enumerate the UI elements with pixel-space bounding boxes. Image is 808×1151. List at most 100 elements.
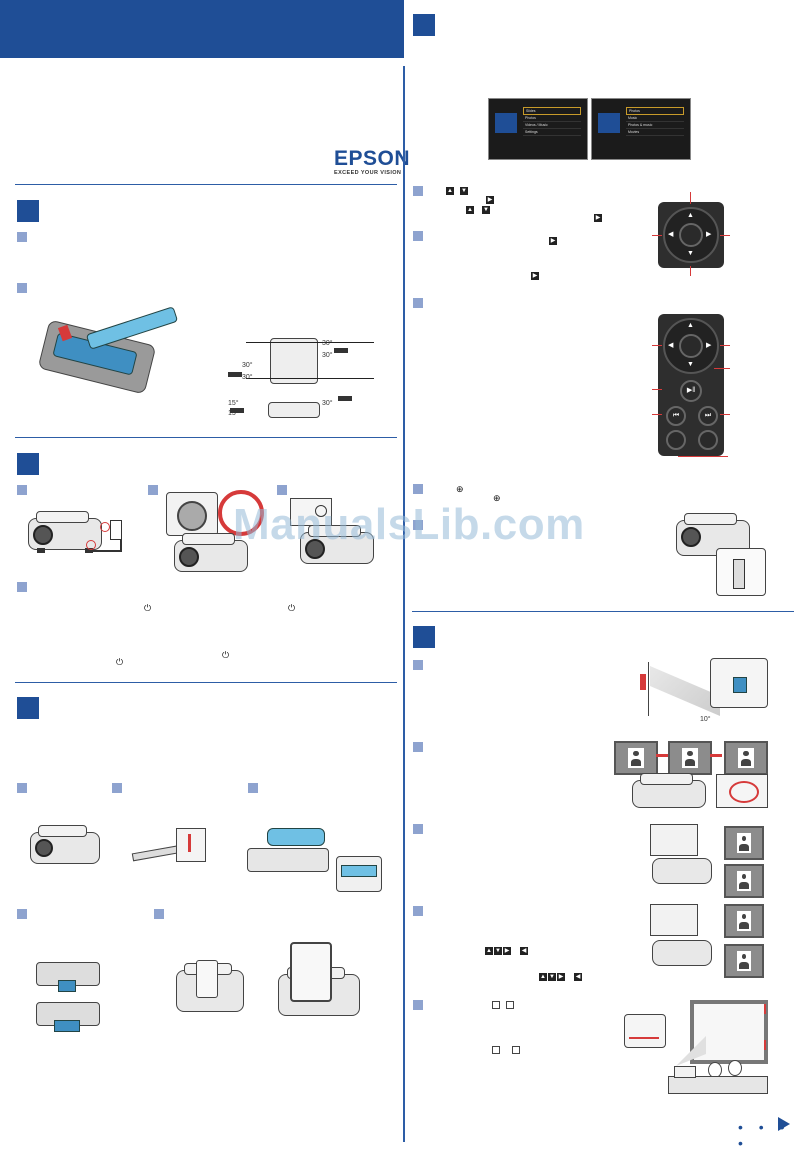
- projector-top: [37, 825, 88, 837]
- callout-line: [652, 235, 662, 236]
- lens: [305, 539, 325, 559]
- right-key-icon: ▶: [557, 973, 565, 981]
- previous-button[interactable]: ⏮: [666, 406, 686, 426]
- section-number-marker: [17, 697, 39, 719]
- projector-top: [182, 533, 235, 545]
- play-pause-button[interactable]: ▶‖: [680, 380, 702, 402]
- callout-line: [720, 235, 730, 236]
- step-marker: [112, 783, 122, 793]
- up-arrow-icon: ▲: [687, 322, 694, 329]
- step-marker: [17, 283, 27, 293]
- right-key-icon: ▶: [531, 272, 539, 280]
- adapter-blue: [54, 1020, 80, 1032]
- projector-illustration: [28, 511, 102, 553]
- angle-label: 30°: [242, 362, 253, 369]
- volume-up-button[interactable]: [698, 430, 718, 450]
- step-marker: [17, 582, 27, 592]
- up-key-icon: ▲: [539, 973, 547, 981]
- zoom-lever-inset: [650, 824, 698, 856]
- right-key-icon: ▶: [594, 214, 602, 222]
- range-line: [246, 342, 374, 343]
- angle-label: 30°: [322, 352, 333, 359]
- right-arrow-icon: ▶: [706, 342, 712, 349]
- left-key-icon: ◀: [520, 947, 528, 955]
- enter-button[interactable]: [679, 223, 703, 247]
- enter-icon: ⊕: [493, 493, 501, 503]
- dock-cover-illustration: [247, 828, 329, 872]
- menu-item[interactable]: Videos / Music: [523, 122, 581, 129]
- step-marker: [17, 783, 27, 793]
- callout-line: [652, 389, 662, 390]
- projector-illustration: [30, 825, 100, 864]
- projector-illustration: [632, 773, 706, 808]
- step-marker: [17, 909, 27, 919]
- lens-cover-inset: [166, 492, 218, 536]
- left-arrow-icon: ◀: [668, 342, 674, 349]
- angle-label: 30°: [242, 374, 253, 381]
- menu-item[interactable]: Music: [626, 115, 684, 122]
- bracket-icon: [506, 1001, 514, 1009]
- menu-list: Photos Music Photos & music Movies: [626, 107, 684, 136]
- menu-item[interactable]: Settings: [523, 129, 581, 136]
- projector-foot: [85, 548, 93, 553]
- projector-side-view: [268, 402, 320, 418]
- menu-item[interactable]: Photos: [626, 107, 684, 115]
- remote-icon: [334, 348, 348, 353]
- callout-line: [652, 414, 662, 415]
- lens: [179, 547, 199, 567]
- remote-icon: [338, 396, 352, 401]
- range-line: [246, 378, 374, 379]
- projector-top: [308, 525, 361, 537]
- divider: [15, 184, 397, 185]
- right-key-icon: ▶: [549, 237, 557, 245]
- section-number-marker: [413, 626, 435, 648]
- column-divider: [403, 66, 405, 1142]
- left-right-arrow-icon: [710, 754, 722, 757]
- navigation-pad: ▲ ▼ ◀ ▶: [658, 202, 724, 268]
- next-button[interactable]: ⏭: [698, 406, 718, 426]
- menu-item[interactable]: Photos: [523, 115, 581, 122]
- remote-icon: [228, 372, 242, 377]
- bracket-icon: [492, 1046, 500, 1054]
- media-icon: [598, 113, 620, 133]
- zoom-frame: [724, 864, 764, 898]
- up-key-icon: ▲: [466, 206, 474, 214]
- down-key-icon: ▼: [494, 947, 502, 955]
- step-marker: [413, 298, 423, 308]
- projector-illustration: [300, 525, 374, 564]
- step-marker: [413, 824, 423, 834]
- focus-ring: [729, 781, 759, 803]
- step-marker: [413, 906, 423, 916]
- header-band: [0, 0, 404, 58]
- enter-button[interactable]: [679, 334, 703, 358]
- audio-port-inset: [716, 548, 766, 596]
- logo-word: EPSON: [334, 147, 411, 170]
- dock-lid-illustration: [131, 826, 208, 864]
- keystone-frame: [614, 741, 658, 775]
- section-number-marker: [17, 200, 39, 222]
- next-page-arrow-icon[interactable]: [778, 1117, 790, 1131]
- projector-top-view: [270, 338, 318, 384]
- menu-item[interactable]: Slides: [523, 107, 581, 115]
- height-arrow-icon: [764, 1040, 766, 1050]
- keystone-frame: [724, 944, 764, 978]
- power-button-icon: [315, 505, 327, 517]
- section-number-marker: [413, 14, 435, 36]
- menu-item[interactable]: Photos & music: [626, 122, 684, 129]
- power-icon: ⏻: [288, 603, 296, 613]
- prohibited-icon: [218, 490, 264, 536]
- volume-down-button[interactable]: [666, 430, 686, 450]
- right-key-icon: ▶: [486, 196, 494, 204]
- dock-cover-closeup: [341, 865, 377, 877]
- menu-item[interactable]: Movies: [626, 129, 684, 136]
- remote-battery-illustration: [37, 306, 179, 395]
- step-marker: [17, 485, 27, 495]
- step-marker: [413, 660, 423, 670]
- down-key-icon: ▼: [482, 206, 490, 214]
- remote-control-panel: ▲ ▼ ◀ ▶ ▶‖ ⏮ ⏭: [658, 314, 724, 456]
- cable-plug: [733, 559, 745, 589]
- zoom-frame: [724, 826, 764, 860]
- shift-lever-inset: [650, 904, 698, 936]
- up-key-icon: ▲: [485, 947, 493, 955]
- dock-base: [247, 848, 329, 872]
